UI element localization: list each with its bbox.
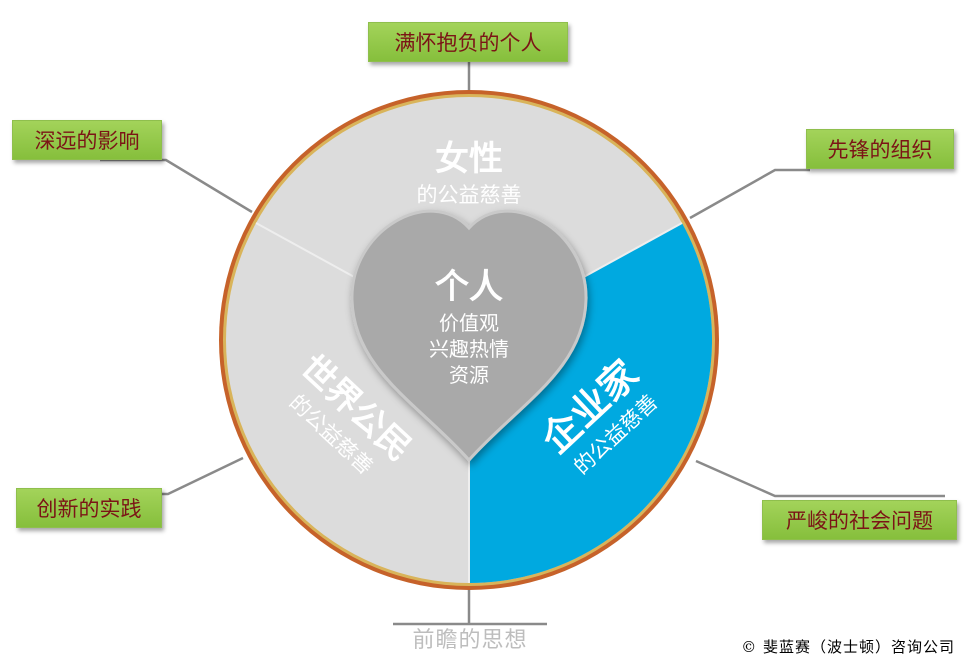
- callout-bottom-right: 严峻的社会问题: [762, 500, 957, 540]
- heart-shape: [350, 209, 588, 463]
- connector-bottom-right: [695, 459, 945, 498]
- connector-top-right: [689, 168, 810, 220]
- center-title: 个人: [435, 267, 503, 307]
- connector-bottom-left: [156, 456, 244, 496]
- segment-top-title: 女性: [435, 139, 503, 179]
- callout-top-right: 先锋的组织: [806, 129, 954, 169]
- bottom-label: 前瞻的思想: [412, 628, 528, 653]
- center-line-values: 价值观: [439, 311, 499, 335]
- segment-top-subtitle: 的公益慈善: [417, 183, 522, 207]
- callout-bottom-left: 创新的实践: [16, 488, 162, 528]
- copyright-notice: © 斐蓝赛（波士顿）咨询公司: [741, 638, 955, 656]
- center-line-resources: 资源: [449, 363, 489, 387]
- callout-top-left: 深远的影响: [12, 120, 162, 160]
- connector-lines: [100, 62, 945, 626]
- connector-top-left: [100, 158, 253, 214]
- center-line-interests: 兴趣热情: [429, 337, 509, 361]
- callout-top: 满怀抱负的个人: [368, 22, 568, 62]
